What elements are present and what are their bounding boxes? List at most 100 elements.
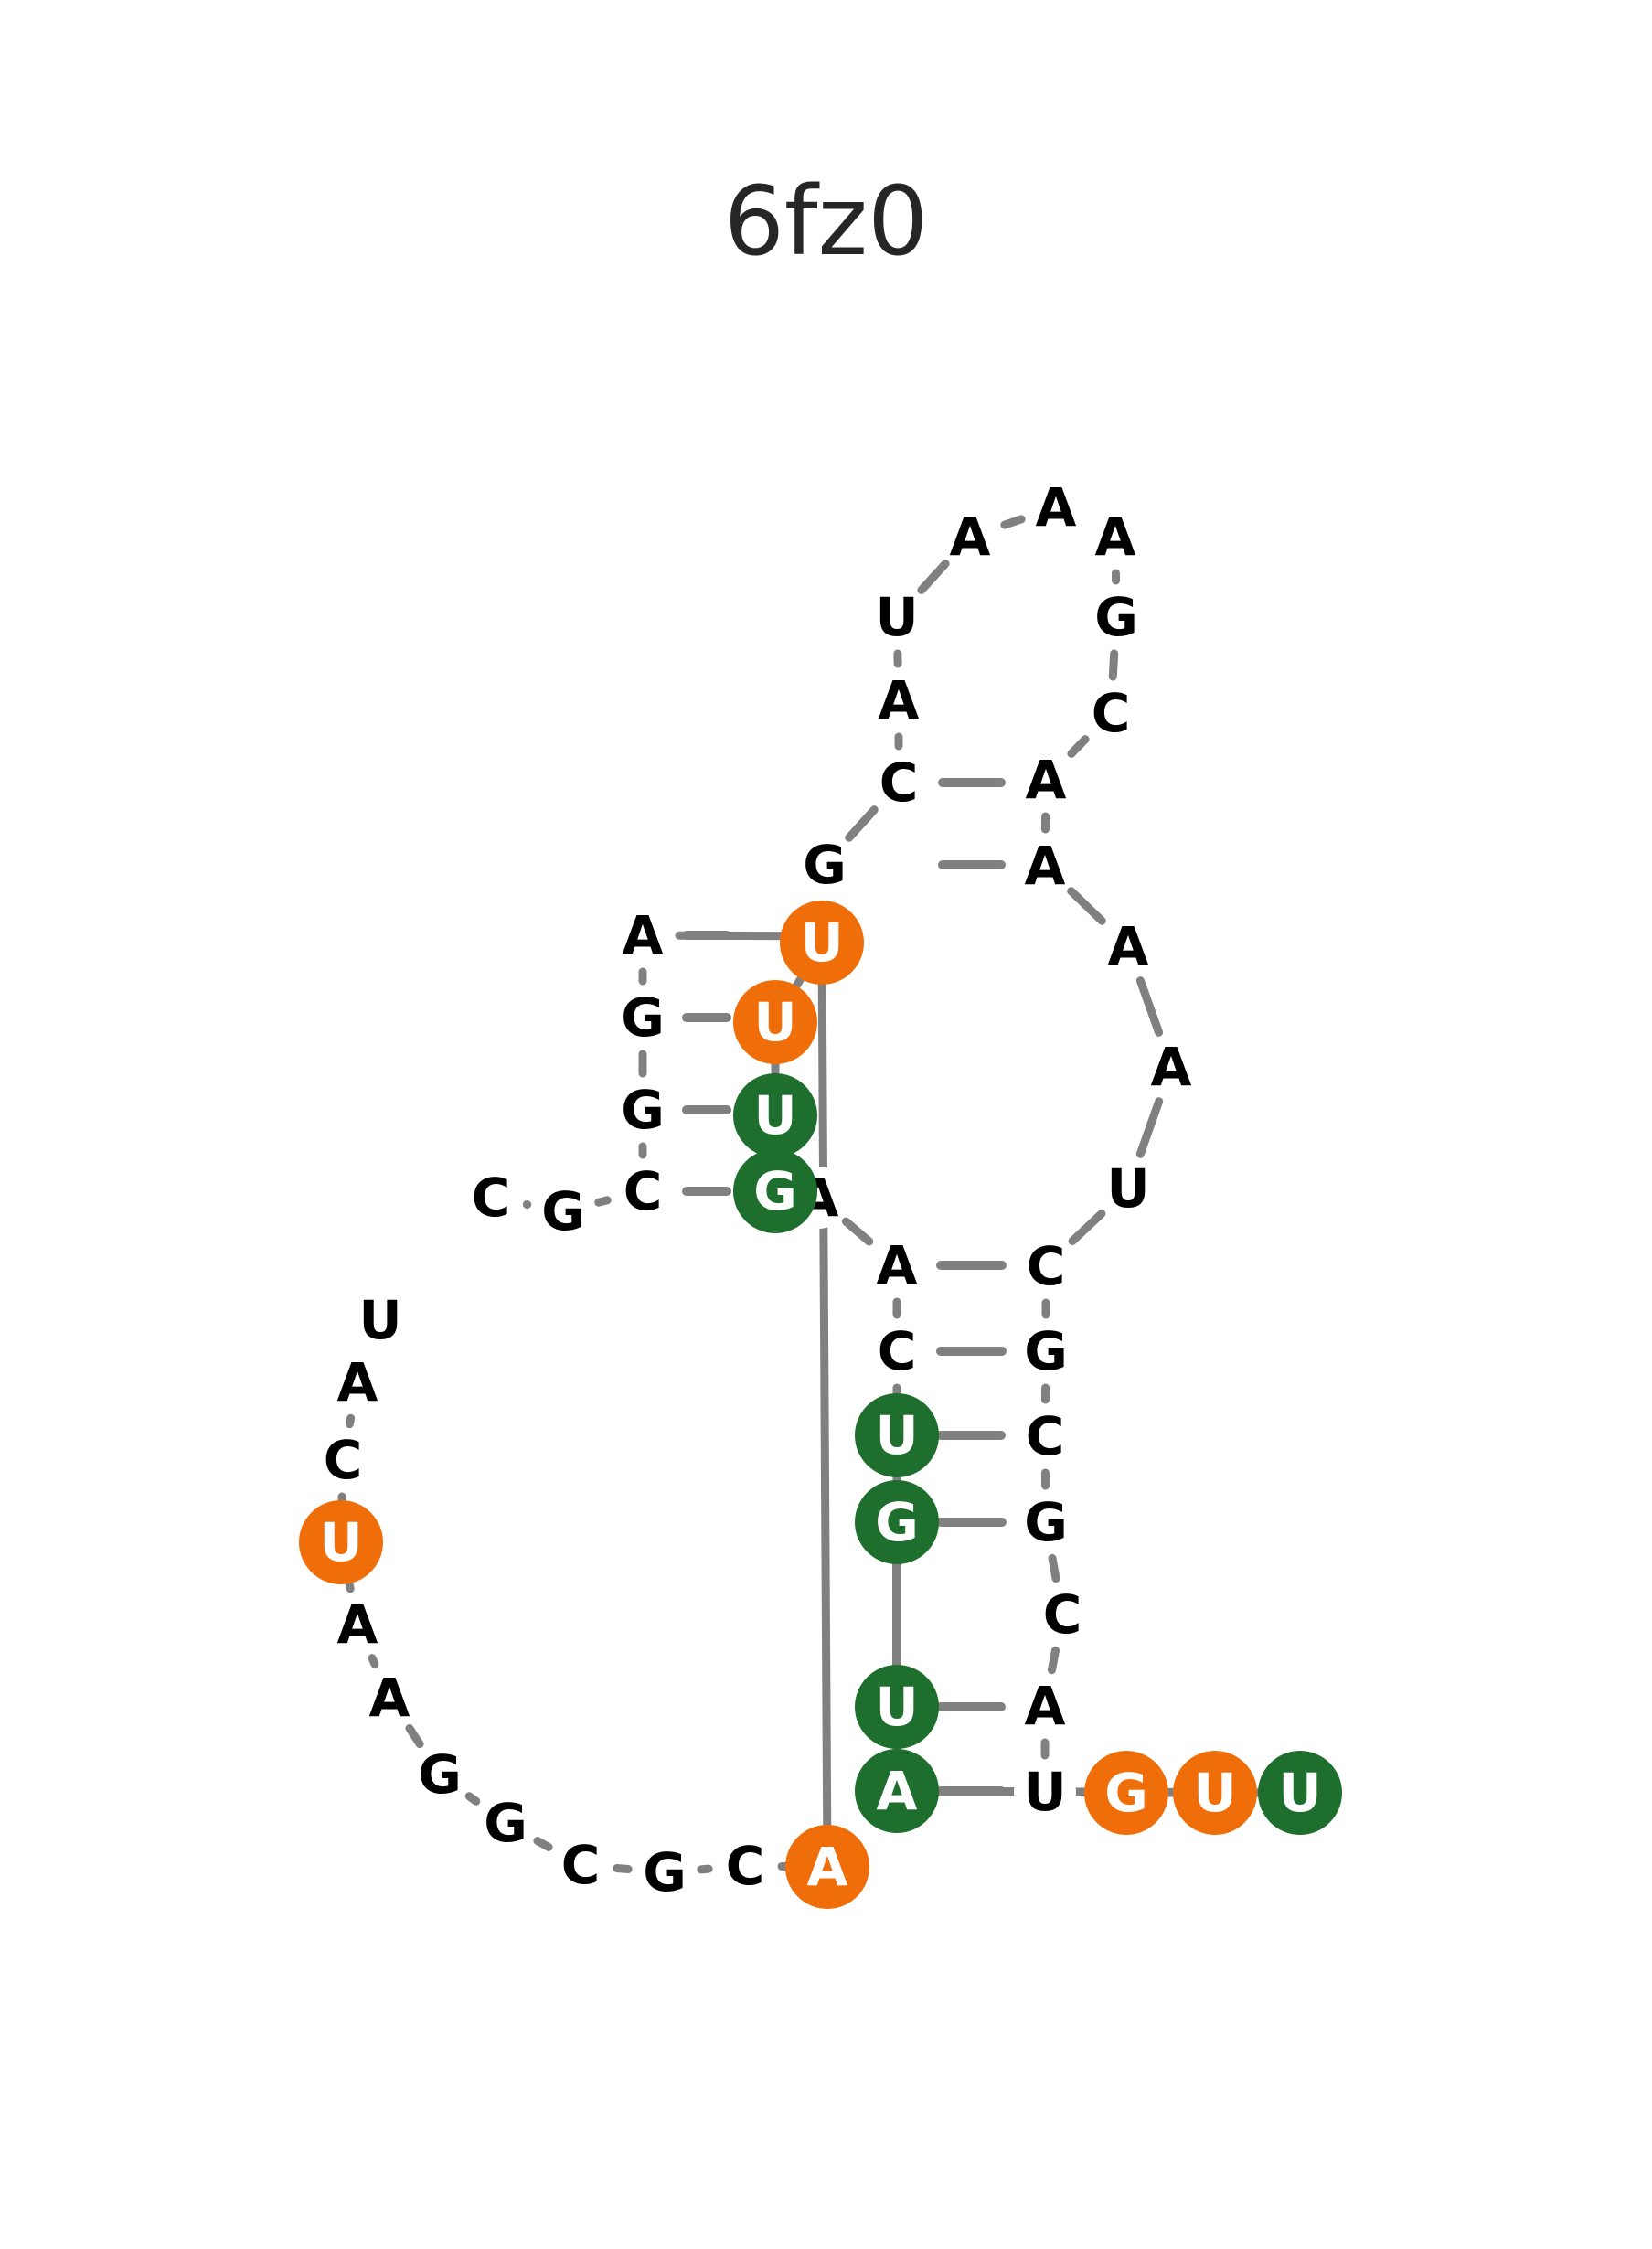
- nucleotide-label: A: [1108, 915, 1149, 977]
- nucleotide-background: [794, 834, 856, 896]
- nucleotide-background: [1015, 1320, 1077, 1382]
- backbone-segment: [1067, 887, 1106, 925]
- nucleotide: A: [358, 1667, 421, 1729]
- nucleotide: U: [855, 1665, 939, 1749]
- nucleotide: A: [1140, 1036, 1202, 1098]
- nucleotide-label: A: [807, 1836, 848, 1898]
- nucleotide-label: C: [878, 1320, 917, 1382]
- nucleotide: A: [855, 1749, 939, 1833]
- nucleotide-label: G: [875, 1491, 919, 1553]
- nucleotide-background: [612, 986, 674, 1049]
- nucleotide-label: G: [541, 1180, 585, 1242]
- nucleotide-label: A: [369, 1667, 410, 1729]
- nucleotide: G: [1084, 1751, 1168, 1835]
- nucleotide: C: [866, 1320, 928, 1382]
- nucleotide-label: G: [418, 1743, 462, 1806]
- backbone-segment: [1135, 1097, 1164, 1158]
- nucleotide-label: A: [1151, 1036, 1192, 1098]
- nucleotide: U: [1097, 1157, 1159, 1220]
- nucleotide-background: [409, 1743, 471, 1806]
- nucleotide-label: A: [623, 904, 664, 966]
- nucleotide-highlight-circle: [855, 1393, 939, 1477]
- nucleotide-background: [358, 1667, 421, 1729]
- backbone-segment: [533, 1837, 553, 1851]
- nucleotide-background: [349, 1289, 411, 1351]
- nucleotide: A: [1097, 915, 1159, 977]
- nucleotide-background: [1031, 1583, 1093, 1646]
- nucleotide-highlight-circle: [855, 1749, 939, 1833]
- nucleotide: U: [299, 1500, 383, 1584]
- nucleotide: G: [612, 986, 674, 1049]
- nucleotide-background: [1084, 506, 1146, 568]
- backbone-segment: [464, 1792, 481, 1806]
- nucleotide: A: [1014, 1675, 1076, 1737]
- nucleotide-label: U: [753, 1084, 796, 1146]
- nucleotide: G: [733, 1149, 817, 1233]
- nucleotide-background: [312, 1429, 374, 1491]
- nucleotide: U: [1258, 1751, 1342, 1835]
- backbone-segment: [1048, 1553, 1060, 1583]
- nucleotide: C: [1031, 1583, 1093, 1646]
- nucleotide-background: [1025, 476, 1087, 538]
- backbone-segment: [1047, 1646, 1060, 1675]
- nucleotide: A: [866, 1234, 928, 1296]
- nucleotide-background: [326, 1351, 389, 1413]
- nucleotide: A: [1015, 749, 1077, 811]
- nucleotide: A: [1014, 835, 1076, 897]
- nucleotide-label: U: [1193, 1762, 1236, 1824]
- nucleotide-background: [868, 669, 930, 731]
- backbone-segment: [405, 1723, 424, 1749]
- nucleotide: G: [794, 834, 856, 896]
- nucleotide-label: C: [1043, 1583, 1082, 1646]
- nucleotide: U: [866, 586, 928, 648]
- nucleotide-label: A: [1025, 835, 1066, 897]
- nucleotide: A: [612, 904, 674, 966]
- nucleotide: G: [612, 1079, 674, 1141]
- nucleotide-highlight-circle: [855, 1480, 939, 1564]
- nucleotide-background: [474, 1792, 537, 1854]
- nucleotide-label: A: [1036, 476, 1077, 538]
- nucleotide-background: [1140, 1036, 1202, 1098]
- nucleotide-background: [612, 904, 674, 966]
- nucleotide-label: A: [337, 1351, 378, 1413]
- nucleotide-background: [866, 586, 928, 648]
- nucleotide-label: C: [472, 1167, 511, 1229]
- nucleotide-background: [634, 1841, 696, 1903]
- nucleotide-label: G: [1024, 1491, 1068, 1553]
- nucleotide-background: [1014, 1675, 1076, 1737]
- nucleotide-highlight-circle: [733, 980, 817, 1064]
- nucleotide-label: C: [1027, 1235, 1066, 1297]
- nucleotide-background: [326, 1593, 389, 1656]
- nucleotide: A: [868, 669, 930, 731]
- nucleotide: U: [855, 1393, 939, 1477]
- nucleotide-label: C: [1026, 1405, 1065, 1467]
- nucleotide-label: A: [1095, 506, 1136, 568]
- backbone-segment: [1108, 649, 1119, 681]
- nucleotide-label: C: [1092, 682, 1131, 744]
- nucleotide-background: [868, 751, 930, 814]
- nucleotide-highlight-circle: [1084, 1751, 1168, 1835]
- nucleotide-label: G: [1104, 1762, 1148, 1824]
- nucleotide: U: [349, 1289, 411, 1351]
- diagram-title: 6fz0: [723, 165, 929, 277]
- nucleotide-background: [1015, 1491, 1077, 1553]
- nucleotide-background: [549, 1834, 612, 1896]
- nucleotide: G: [634, 1841, 696, 1903]
- nucleotide-background: [1014, 1405, 1076, 1467]
- backbone-segment: [1000, 515, 1026, 529]
- nucleotide: C: [1014, 1405, 1076, 1467]
- nucleotide-label: G: [621, 1079, 665, 1141]
- nucleotide-label: A: [877, 1234, 918, 1296]
- nucleotide-label: G: [643, 1841, 687, 1903]
- nucleotide: C: [549, 1834, 612, 1896]
- nucleotide-label: U: [875, 1676, 918, 1738]
- backbone-segment: [1067, 735, 1090, 758]
- nucleotide: C: [714, 1835, 776, 1897]
- nucleotide-label: U: [753, 991, 796, 1053]
- nucleotide: U: [1014, 1761, 1076, 1823]
- nucleotide-background: [612, 1160, 674, 1222]
- nucleotide-label: G: [621, 986, 665, 1049]
- backbone-segment: [841, 1217, 874, 1246]
- backbone-segment: [368, 1654, 379, 1668]
